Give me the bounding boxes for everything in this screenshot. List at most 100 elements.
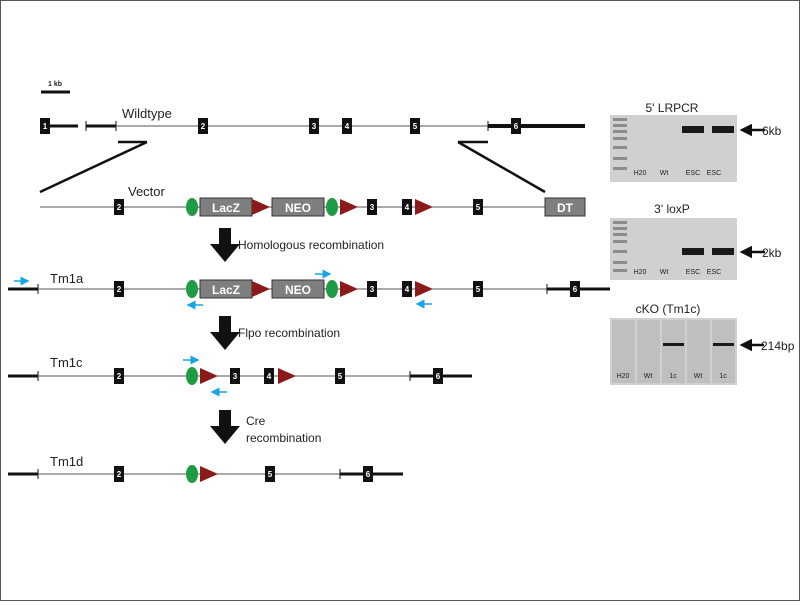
tm1a-track: Tm1a 2 LacZ NEO 3 4 5 6 xyxy=(8,269,610,310)
wt-exon-4: 4 xyxy=(342,118,352,134)
svg-text:3: 3 xyxy=(233,372,238,381)
svg-text:1c: 1c xyxy=(719,373,727,380)
tm1c-exon-4: 4 xyxy=(264,368,274,384)
tm1c-exon-5: 5 xyxy=(335,368,345,384)
frt-site xyxy=(326,198,338,216)
svg-text:5: 5 xyxy=(413,122,418,131)
ladder xyxy=(613,221,627,272)
dt-box: DT xyxy=(544,197,586,217)
svg-text:Wt: Wt xyxy=(644,373,653,380)
frt-site xyxy=(186,367,198,385)
loxp-triangle xyxy=(252,199,270,215)
wildtype-track: Wildtype 1 2 3 4 5 6 xyxy=(40,106,585,134)
tm1d-exon-5: 5 xyxy=(265,466,275,482)
gel-lanes xyxy=(612,320,735,383)
svg-text:6: 6 xyxy=(366,470,371,479)
svg-text:1c: 1c xyxy=(669,373,677,380)
svg-text:Wt: Wt xyxy=(694,373,703,380)
tm1d-track: Tm1d 2 5 6 xyxy=(8,454,403,483)
tm1a-exon-2: 2 xyxy=(114,281,124,297)
loxp-triangle xyxy=(200,368,218,384)
step-cre-recombination: Cre recombination xyxy=(210,410,321,445)
tm1a-exon-6: 6 xyxy=(570,281,580,297)
lacz-box: LacZ xyxy=(199,279,253,299)
svg-text:NEO: NEO xyxy=(285,201,311,215)
neo-box: NEO xyxy=(271,197,325,217)
svg-text:4: 4 xyxy=(345,122,350,131)
gel-band xyxy=(713,343,734,346)
svg-text:2: 2 xyxy=(117,203,122,212)
vector-exon-3: 3 xyxy=(367,199,377,215)
svg-text:2: 2 xyxy=(117,470,122,479)
loxp-triangle xyxy=(200,466,218,482)
svg-text:NEO: NEO xyxy=(285,283,311,297)
band-size-label: 214bp xyxy=(761,339,795,353)
track-label-wildtype: Wildtype xyxy=(122,106,172,121)
svg-text:ESC: ESC xyxy=(686,170,700,177)
gel-title: 3' loxP xyxy=(654,202,690,216)
gel-cko-tm1c: cKO (Tm1c) H20 Wt 1c Wt 1c 214bp xyxy=(610,302,795,385)
gel-3-loxp: 3' loxP H20 Wt ESC ESC 2kb xyxy=(610,202,782,280)
svg-text:Wt: Wt xyxy=(660,269,669,276)
lacz-box: LacZ xyxy=(199,197,253,217)
svg-text:DT: DT xyxy=(557,201,574,215)
svg-text:1: 1 xyxy=(43,122,48,131)
loxp-triangle xyxy=(252,281,270,297)
tm1d-exon-6: 6 xyxy=(363,466,373,482)
wt-exon-5: 5 xyxy=(410,118,420,134)
tm1a-exon-4: 4 xyxy=(402,281,412,297)
wt-exon-1: 1 xyxy=(40,118,50,134)
svg-text:5: 5 xyxy=(476,203,481,212)
gel-band xyxy=(682,126,704,133)
track-label-tm1a: Tm1a xyxy=(50,271,84,286)
loxp-triangle xyxy=(340,199,358,215)
vector-exon-5: 5 xyxy=(473,199,483,215)
band-size-label: 6kb xyxy=(762,124,782,138)
svg-text:ESC: ESC xyxy=(707,269,721,276)
svg-text:3: 3 xyxy=(312,122,317,131)
step-label: Homologous recombination xyxy=(238,238,384,252)
svg-text:ESC: ESC xyxy=(707,170,721,177)
frt-site xyxy=(186,198,198,216)
svg-text:2: 2 xyxy=(201,122,206,131)
gel-band xyxy=(682,248,704,255)
scale-bar: 1 kb xyxy=(41,81,70,94)
loxp-triangle xyxy=(415,199,433,215)
vector-track: Vector 2 LacZ NEO 3 4 5 DT xyxy=(40,184,586,217)
tm1c-exon-6: 6 xyxy=(433,368,443,384)
step-label-line2: recombination xyxy=(246,431,321,445)
step-flpo-recombination: Flpo recombination xyxy=(210,316,340,350)
svg-text:H20: H20 xyxy=(617,373,630,380)
svg-text:H20: H20 xyxy=(634,170,647,177)
scale-bar-label: 1 kb xyxy=(48,81,62,88)
homology-arms xyxy=(39,140,546,194)
gel-5-lrpcr: 5' LRPCR H20 Wt ESC ESC 6kb xyxy=(610,101,782,182)
step-label: Flpo recombination xyxy=(238,326,340,340)
svg-text:H20: H20 xyxy=(634,269,647,276)
frt-site xyxy=(186,280,198,298)
track-label-tm1c: Tm1c xyxy=(50,355,83,370)
svg-text:LacZ: LacZ xyxy=(212,283,240,297)
neo-box: NEO xyxy=(271,279,325,299)
wt-exon-3: 3 xyxy=(309,118,319,134)
loxp-triangle xyxy=(278,368,296,384)
gel-title: cKO (Tm1c) xyxy=(636,302,701,316)
track-label-tm1d: Tm1d xyxy=(50,454,83,469)
tm1a-exon-5: 5 xyxy=(473,281,483,297)
gel-band xyxy=(712,126,734,133)
ladder xyxy=(613,118,627,170)
svg-text:2: 2 xyxy=(117,372,122,381)
svg-text:4: 4 xyxy=(405,203,410,212)
loxp-triangle xyxy=(340,281,358,297)
tm1d-exon-2: 2 xyxy=(114,466,124,482)
svg-text:5: 5 xyxy=(338,372,343,381)
frt-site xyxy=(326,280,338,298)
band-size-label: 2kb xyxy=(762,246,782,260)
svg-text:3: 3 xyxy=(370,285,375,294)
svg-text:ESC: ESC xyxy=(686,269,700,276)
svg-text:6: 6 xyxy=(573,285,578,294)
gel-band xyxy=(663,343,684,346)
svg-text:5: 5 xyxy=(476,285,481,294)
